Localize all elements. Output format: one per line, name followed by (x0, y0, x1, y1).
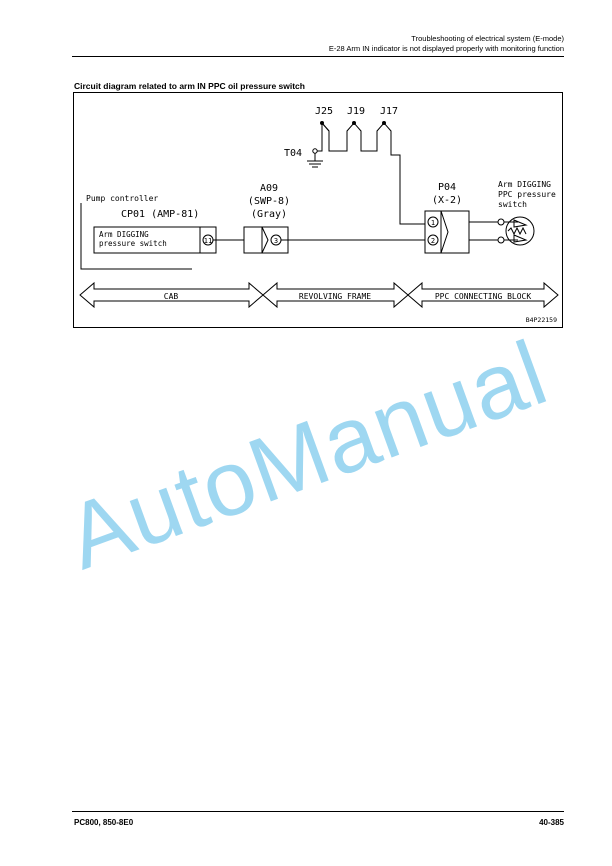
zone-arrows (79, 281, 559, 309)
page-number: 40-385 (539, 818, 564, 827)
switch-terminal-1-icon (497, 218, 505, 226)
header-subtitle: E-28 Arm IN indicator is not displayed p… (328, 44, 564, 53)
p04-pin1-circle (427, 216, 439, 228)
a09-separator (261, 226, 269, 254)
zone-label-cab: CAB (164, 292, 179, 301)
p04-pin2-number: 2 (431, 237, 435, 245)
junction-label-j17: J17 (380, 106, 398, 117)
p04-pin1-number: 1 (431, 219, 435, 227)
pump-controller-bracket (80, 203, 192, 270)
zone-arrow-ppc-block (407, 281, 559, 309)
circuit-diagram: J25 J19 J17 T04 Pump controller CP01 (AM… (73, 92, 563, 328)
zone-label-ppc-block: PPC CONNECTING BLOCK (435, 292, 532, 301)
switch-wires (469, 221, 498, 241)
header-rule (72, 56, 564, 57)
footer-model: PC800, 850-8E0 (74, 818, 134, 827)
section-title: Circuit diagram related to arm IN PPC oi… (74, 81, 305, 91)
junction-dot-j19 (352, 121, 356, 125)
junction-dots (320, 121, 386, 125)
circuit-diagram-svg: J25 J19 J17 T04 Pump controller CP01 (AM… (79, 106, 559, 324)
watermark-logo: AutoManual (54, 321, 560, 589)
junction-label-j19: J19 (347, 106, 365, 117)
header-chapter: Troubleshooting of electrical system (E-… (411, 34, 564, 43)
pressure-switch-icon (505, 216, 535, 246)
p04-separator (440, 210, 449, 254)
ground-symbol-icon (312, 148, 318, 154)
pump-controller-pin-number: 11 (204, 237, 212, 245)
a09-name: A09 (260, 183, 278, 194)
a09-color: (Gray) (251, 209, 287, 220)
junction-dot-j25 (320, 121, 324, 125)
p04-type: (X-2) (432, 195, 462, 206)
pump-controller-connector-label: CP01 (AMP-81) (121, 209, 199, 220)
p04-pin2-circle (427, 234, 439, 246)
a09-type: (SWP-8) (248, 196, 290, 207)
pump-controller-signal-line1: Arm DIGGING (99, 230, 149, 239)
pump-controller-label: Pump controller (86, 194, 158, 203)
switch-terminal-2-icon (497, 236, 505, 244)
diagram-code: B4P22159 (526, 316, 557, 324)
switch-label-line2: PPC pressure (498, 190, 556, 199)
junction-label-j25: J25 (315, 106, 333, 117)
a09-pin-number: 3 (274, 237, 278, 245)
p04-name: P04 (438, 182, 456, 193)
switch-label-line1: Arm DIGGING (498, 180, 551, 189)
footer-rule (72, 811, 564, 812)
pump-controller-signal-line2: pressure switch (99, 239, 167, 248)
junction-wiring (307, 122, 425, 225)
junction-dot-j17 (382, 121, 386, 125)
zone-label-revolving-frame: REVOLVING FRAME (299, 292, 371, 301)
switch-label-line3: switch (498, 200, 527, 209)
ground-label-t04: T04 (284, 148, 302, 159)
